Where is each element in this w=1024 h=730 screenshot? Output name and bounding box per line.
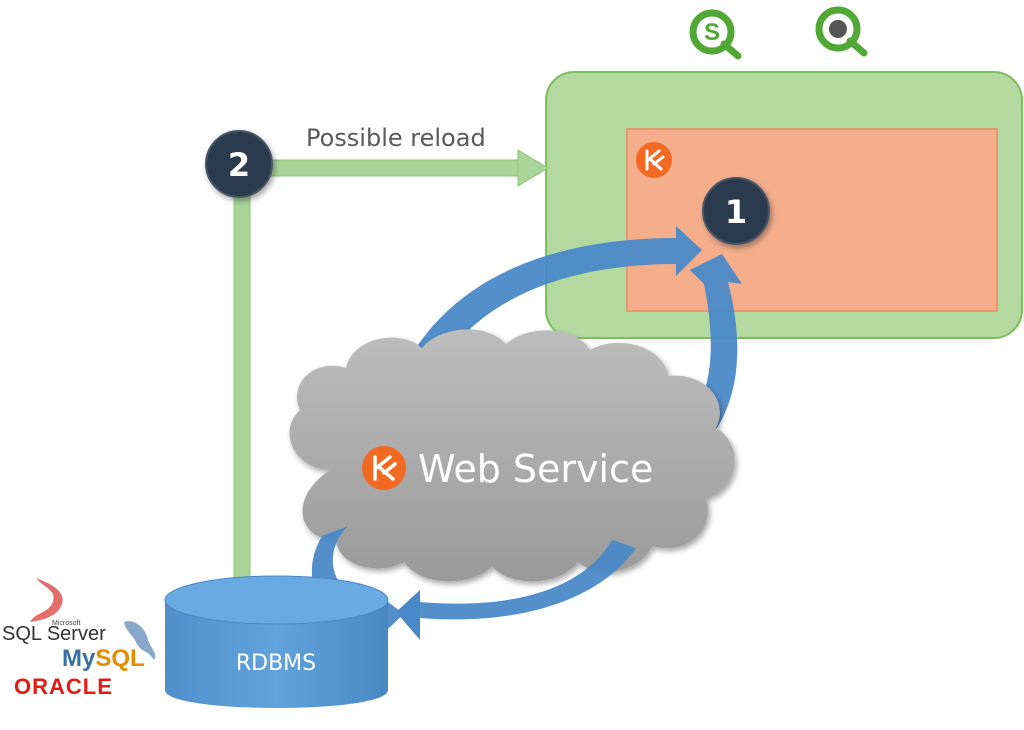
reload-label: Possible reload xyxy=(306,124,486,152)
qlikview-icon xyxy=(815,6,868,57)
database-cylinder-icon xyxy=(164,575,389,708)
sql-server-small-label: Microsoft xyxy=(52,620,80,627)
response-arrow xyxy=(670,254,742,460)
step-2-badge xyxy=(205,130,273,198)
web-service-k-icon xyxy=(362,446,406,490)
sql-server-logo: Microsoft SQL Server xyxy=(2,578,106,645)
web-service-label: Web Service xyxy=(418,447,653,491)
mysql-logo: MySQL xyxy=(62,621,156,672)
oracle-label: ORACLE xyxy=(14,674,113,699)
step-1-number: 1 xyxy=(725,193,747,231)
svg-text:S: S xyxy=(704,19,720,46)
extension-panel xyxy=(626,128,998,312)
mysql-sql-label: SQL xyxy=(95,645,144,672)
step-1-badge xyxy=(702,177,770,245)
oracle-logo: ORACLE xyxy=(14,674,113,699)
db-return-arrowhead xyxy=(396,590,420,640)
k-extension-icon xyxy=(636,142,672,178)
mysql-my-label: My xyxy=(62,645,96,672)
reload-connector xyxy=(233,149,549,597)
database-label: RDBMS xyxy=(236,651,316,676)
web-service-cloud xyxy=(289,329,735,582)
step-2-number: 2 xyxy=(228,146,250,184)
db-return-arrow xyxy=(420,540,636,620)
sql-server-label: SQL Server xyxy=(2,623,106,645)
qlik-sense-icon: S xyxy=(689,9,742,60)
svg-text:MySQL: MySQL xyxy=(62,645,145,672)
